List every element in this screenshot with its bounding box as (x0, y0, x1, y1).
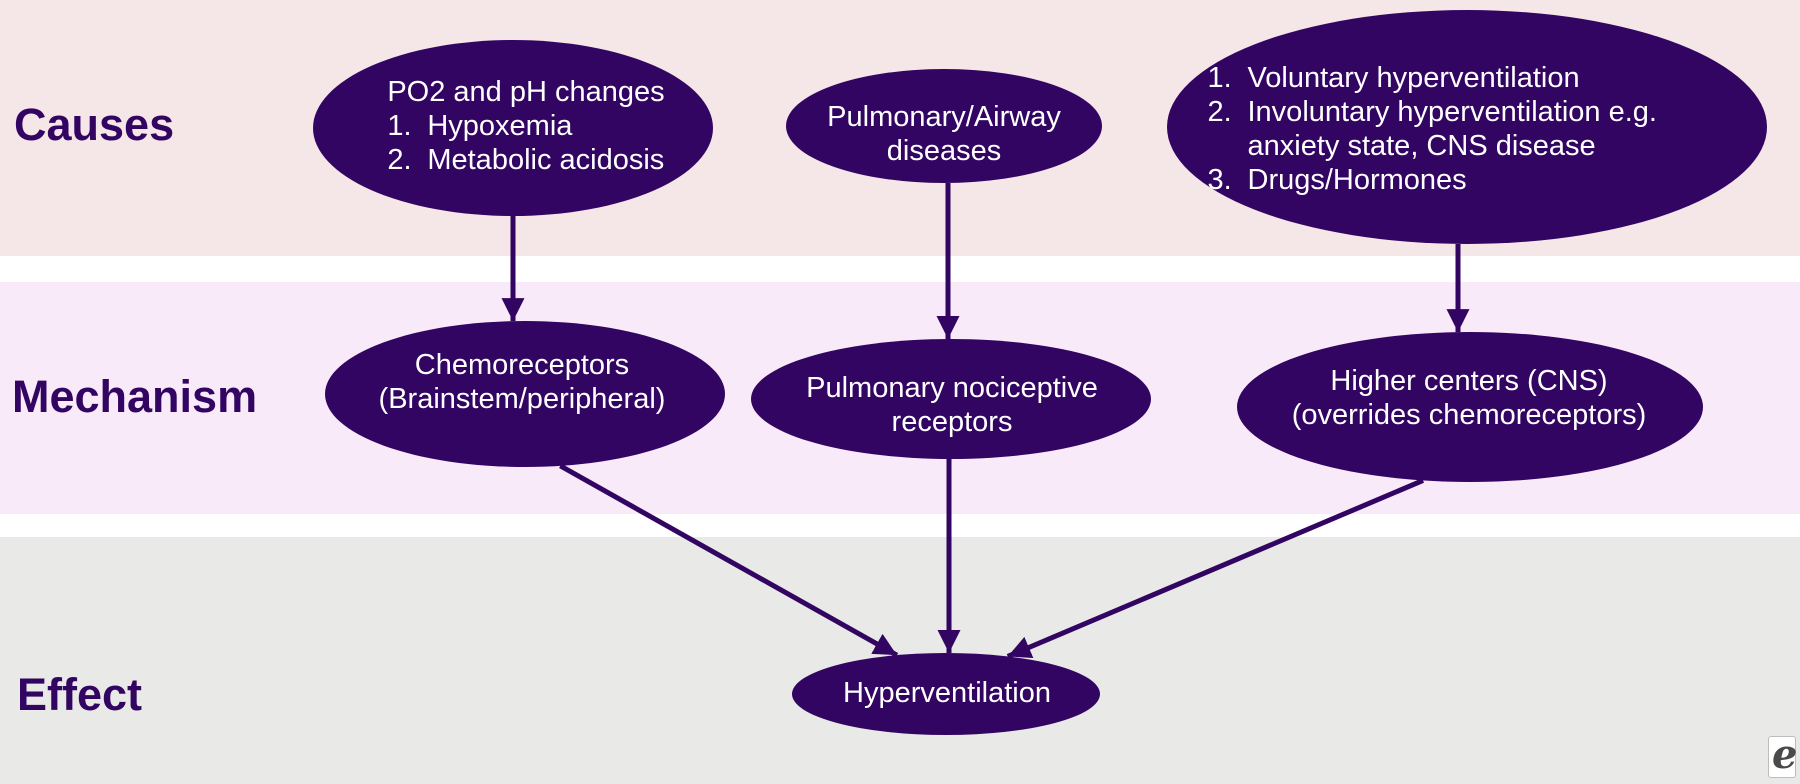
row-label-effect: Effect (17, 669, 143, 720)
row-label-mechanism: Mechanism (12, 371, 258, 422)
node-pulmonary-line-2: diseases (886, 135, 1002, 167)
node-po2-ph-changes: PO2 and pH changes 1.Hypoxemia 2.Metabol… (387, 75, 664, 177)
arrow-mech_chemoreceptors-to-effect_hyperventilation (559, 463, 899, 658)
node-po2-heading: PO2 and pH changes (387, 76, 665, 108)
node-nociceptive-line-2: receptors (891, 406, 1013, 438)
node-higher-centers-shape (1237, 332, 1703, 482)
node-pulmonary-nociceptive-receptors-shape (751, 339, 1151, 459)
arrow-mech_higher_centers-to-effect_hyperventilation (1006, 478, 1425, 659)
node-pulmonary-airway-diseases-shape (786, 69, 1102, 183)
node-hyperventilation-shape (792, 653, 1100, 735)
node-chemoreceptors: Chemoreceptors (Brainstem/peripheral) (379, 348, 666, 416)
watermark-logo: e (1768, 731, 1797, 778)
node-higher-centers: Higher centers (CNS) (overrides chemorec… (1292, 364, 1647, 432)
node-chemoreceptors-line-2: (Brainstem/peripheral) (378, 383, 666, 415)
node-po2-ph-changes-shape (313, 40, 713, 216)
watermark-glyph: e (1772, 731, 1798, 778)
edge-layer (501, 182, 1470, 659)
node-voluntary-item-1: 1.Voluntary hyperventilation (1207, 62, 1580, 94)
node-voluntary-hyperventilation: 1.Voluntary hyperventilation 2.Involunta… (1208, 61, 1723, 197)
node-pulmonary-nociceptive-receptors: Pulmonary nociceptive receptors (806, 371, 1098, 439)
node-pulmonary-line-1: Pulmonary/Airway (827, 101, 1061, 133)
node-layer (313, 10, 1767, 735)
node-hyperventilation: Hyperventilation (843, 676, 1051, 710)
node-voluntary-item-3: 3.Drugs/Hormones (1207, 164, 1467, 196)
node-nociceptive-line-1: Pulmonary nociceptive (806, 372, 1098, 404)
node-po2-item-2: 2.Metabolic acidosis (387, 144, 665, 176)
node-po2-item-1: 1.Hypoxemia (387, 110, 573, 142)
row-label-causes: Causes (14, 99, 175, 150)
node-pulmonary-airway-diseases: Pulmonary/Airway diseases (827, 100, 1061, 168)
node-higher-centers-line-2: (overrides chemoreceptors) (1291, 399, 1647, 431)
node-chemoreceptors-shape (325, 321, 725, 467)
node-voluntary-hyperventilation-shape (1167, 10, 1767, 244)
node-voluntary-item-2: 2.Involuntary hyperventilation e.g. anxi… (1207, 96, 1657, 162)
node-hyperventilation-line-1: Hyperventilation (843, 677, 1051, 709)
node-higher-centers-line-1: Higher centers (CNS) (1330, 365, 1608, 397)
node-chemoreceptors-line-1: Chemoreceptors (414, 349, 630, 381)
